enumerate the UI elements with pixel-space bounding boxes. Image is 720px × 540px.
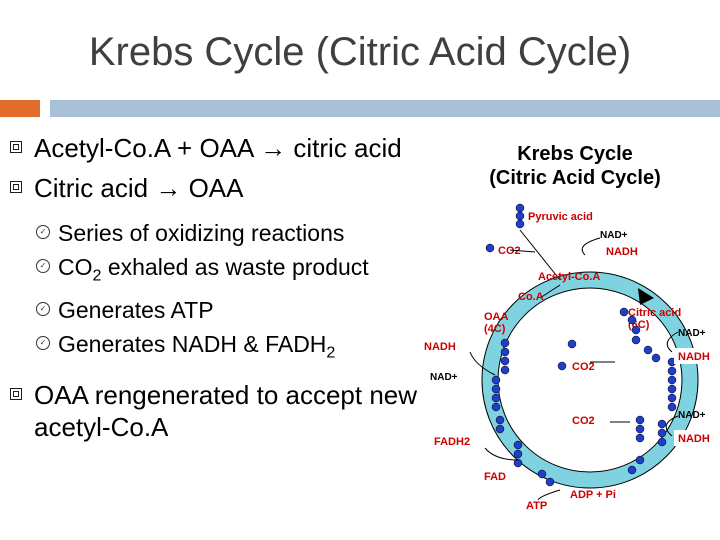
label-nad-right-2: NAD+: [678, 410, 706, 421]
nadh-right-2-box: [674, 430, 718, 446]
label-adp-pi: ADP + Pi: [570, 489, 616, 501]
circle-bullet-icon: ✓: [36, 225, 50, 239]
sub-bullet-2-subscript: 2: [92, 266, 102, 285]
label-co2-top: CO2: [498, 245, 521, 257]
arrow-nadh-left: [469, 351, 496, 376]
sub-bullet-2-text-rest: exhaled as waste product: [101, 254, 369, 280]
label-fadh2: FADH2: [434, 436, 470, 448]
sub-bullet-3-text: Generates ATP: [58, 296, 214, 323]
krebs-cycle-diagram: Krebs Cycle (Citric Acid Cycle) Pyruvic …: [420, 143, 718, 514]
bullet-2: Citric acid → OAA: [10, 172, 420, 204]
label-coa: Co.A: [518, 291, 544, 303]
pyruvic-molecule: [515, 203, 525, 229]
bullet-3-text: OAA rengenerated to accept new acetyl-Co…: [34, 380, 418, 443]
arrow-nad-right-2: [665, 415, 679, 437]
nadh-top-box: [602, 243, 646, 259]
label-nad-left: NAD+: [430, 372, 458, 383]
sub-bullet-2-text-main: CO: [58, 254, 93, 280]
fadh2-box: [430, 432, 482, 450]
arrow-co2-top: [509, 249, 536, 253]
sub-bullet-4: ✓ Generates NADH & FADH2: [10, 327, 420, 370]
cycle-ring-outline-outer: [481, 271, 699, 489]
label-acetyl-coa: Acetyl-Co.A: [538, 271, 600, 283]
bullet-1: Acetyl-Co.A + OAA → citric acid: [10, 132, 420, 164]
atp-box: [518, 496, 558, 514]
bullet-2-text: Citric acid → OAA: [34, 173, 244, 203]
accent-bar-blue: [50, 100, 720, 117]
sub-bullet-1: ✓ Series of oxidizing reactions: [10, 216, 420, 250]
arrow-fadh2: [484, 447, 519, 461]
bullet-3: OAA rengenerated to accept new acetyl-Co…: [10, 379, 420, 443]
label-nad-top: NAD+: [600, 230, 628, 241]
sub-bullet-3: ✓ Generates ATP: [10, 293, 420, 327]
diagram-heading-2: (Citric Acid Cycle): [489, 167, 661, 189]
label-oaa: OAA: [484, 311, 509, 323]
bullet-list: Acetyl-Co.A + OAA → citric acid Citric a…: [10, 132, 420, 443]
co2-top-molecule: [485, 243, 495, 253]
label-co2-mid: CO2: [572, 361, 595, 373]
label-citric-acid: Citric acid: [628, 307, 681, 319]
sub-bullet-list: ✓ Series of oxidizing reactions ✓ CO2 ex…: [10, 216, 420, 369]
label-nadh-right-1: NADH: [678, 351, 710, 363]
label-nadh-right-2: NADH: [678, 433, 710, 445]
arrow-pyruvic-down: [519, 229, 561, 281]
label-oaa-carbons: (4C): [484, 323, 506, 335]
label-nad-right-1: NAD+: [678, 328, 706, 339]
label-nadh-top: NADH: [606, 246, 638, 258]
circle-bullet-icon: ✓: [36, 335, 50, 350]
circle-bullet-icon: ✓: [36, 301, 50, 316]
label-pyruvic-acid: Pyruvic acid: [528, 211, 593, 223]
label-nadh-left: NADH: [424, 341, 456, 353]
nadh-left-box: [420, 338, 464, 354]
sub-bullet-1-text: Series of oxidizing reactions: [58, 220, 345, 246]
molecule-dots: [491, 307, 677, 487]
sub-bullet-4-subscript: 2: [326, 343, 336, 362]
slide-title: Krebs Cycle (Citric Acid Cycle): [88, 30, 632, 74]
nadh-right-1-box: [674, 348, 718, 364]
sub-bullet-4-text-main: Generates NADH & FADH: [58, 330, 327, 357]
square-bullet-icon: [10, 388, 22, 401]
cycle-ring: [482, 272, 698, 488]
square-bullet-icon: [10, 141, 22, 153]
circle-bullet-icon: ✓: [36, 259, 50, 273]
square-bullet-icon: [10, 181, 22, 193]
label-atp: ATP: [526, 500, 547, 512]
arrow-atp: [537, 489, 561, 501]
label-fad: FAD: [484, 471, 506, 483]
sub-bullet-2: ✓ CO2 exhaled as waste product: [10, 250, 420, 293]
cycle-arrow-icon: [638, 288, 654, 305]
bullet-1-text: Acetyl-Co.A + OAA → citric acid: [34, 133, 402, 163]
accent-bar-orange: [0, 100, 40, 117]
arrow-nad-right-1: [666, 331, 679, 353]
arrow-nad-to-nadh-top: [581, 237, 601, 256]
label-co2-low: CO2: [572, 415, 595, 427]
arrow-coa: [539, 284, 561, 299]
diagram-heading-1: Krebs Cycle: [517, 143, 633, 165]
